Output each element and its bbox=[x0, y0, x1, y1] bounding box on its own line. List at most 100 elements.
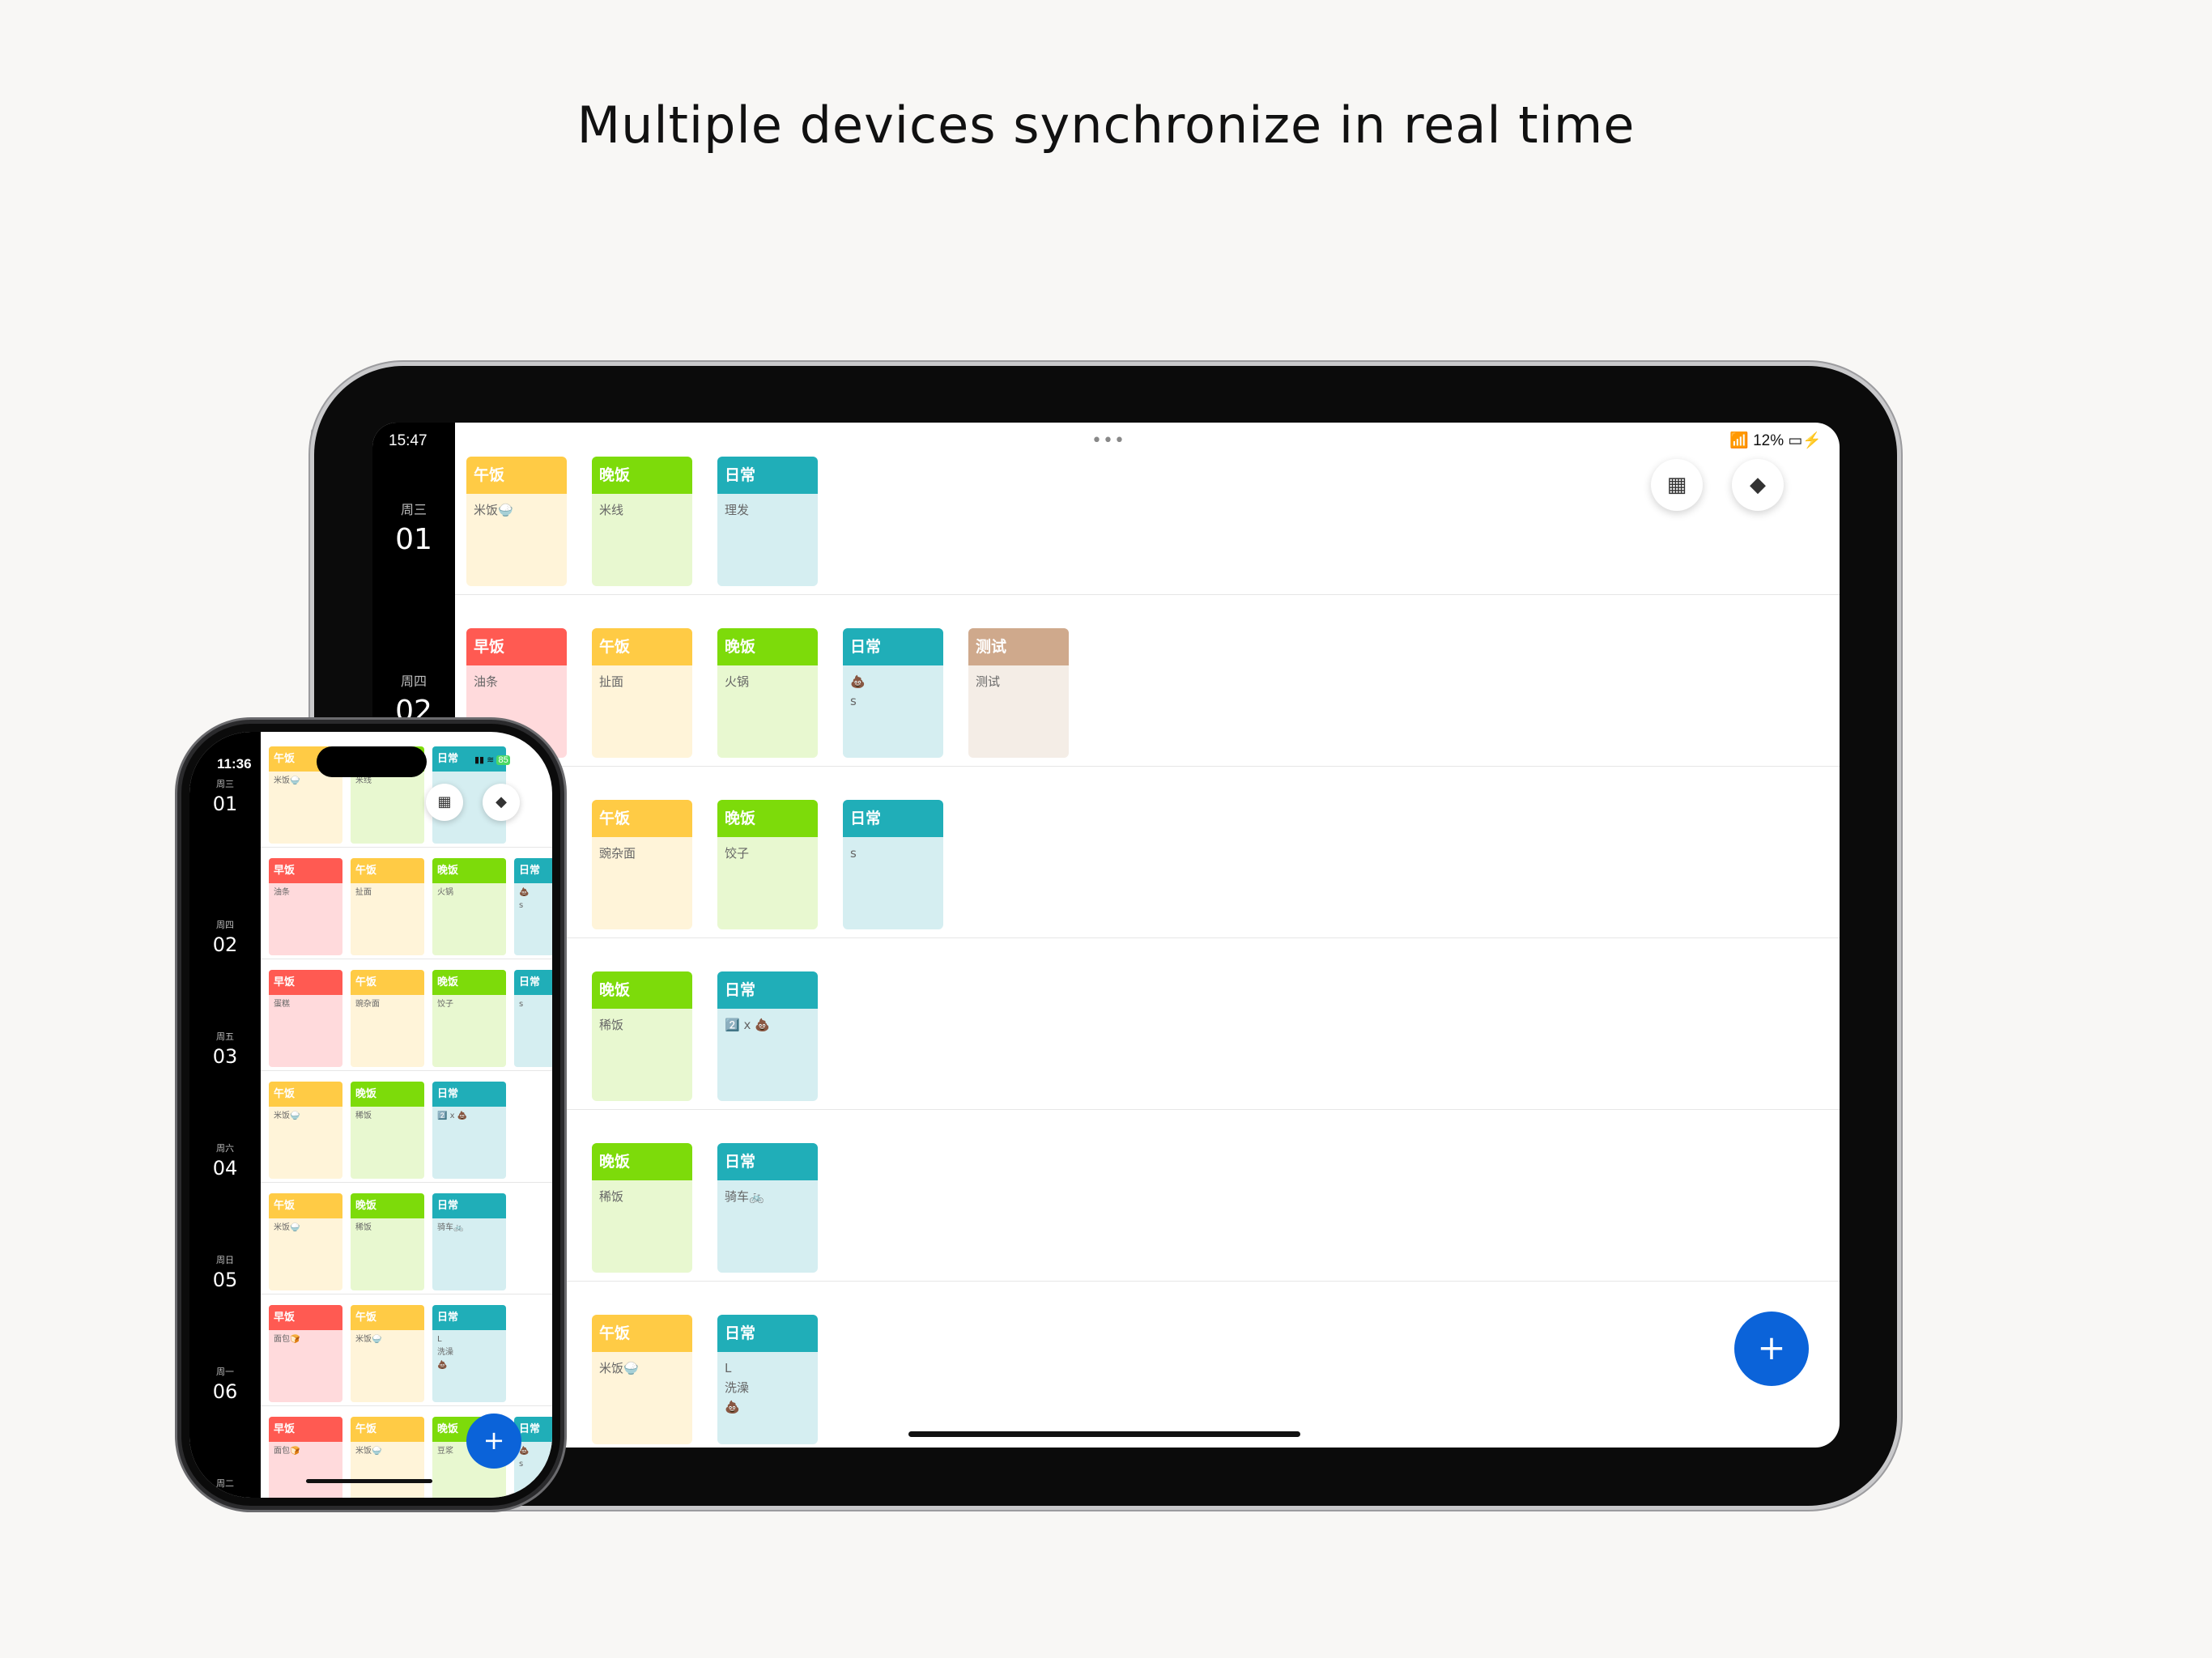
card-title: 日常 bbox=[717, 457, 818, 494]
tablet-card-daily[interactable]: 日常骑车🚲 bbox=[717, 1143, 818, 1273]
date-number: 02 bbox=[395, 695, 432, 728]
card-body: 稀饭 bbox=[351, 1107, 424, 1126]
card-line: 米饭🍚 bbox=[355, 1447, 382, 1456]
weekday-label: 周三 bbox=[216, 779, 234, 789]
card-line: 稀饭 bbox=[355, 1112, 372, 1120]
card-body: 米线 bbox=[351, 772, 424, 791]
card-title: 晚饭 bbox=[592, 971, 692, 1009]
theme-button[interactable]: ◆ bbox=[1732, 459, 1784, 511]
phone-card-daily[interactable]: 日常💩s bbox=[514, 858, 552, 955]
phone-card-daily[interactable]: 日常骑车🚲 bbox=[432, 1193, 506, 1290]
date-number: 03 bbox=[212, 1045, 238, 1068]
row-divider bbox=[261, 1294, 552, 1295]
phone-card-lunch[interactable]: 午饭米饭🍚 bbox=[269, 1082, 342, 1179]
card-title: 早饭 bbox=[269, 970, 342, 995]
tablet-card-dinner[interactable]: 晚饭米线 bbox=[592, 457, 692, 586]
card-body: 火锅 bbox=[432, 883, 506, 903]
phone-card-breakfast[interactable]: 早饭油条 bbox=[269, 858, 342, 955]
card-body: 稀饭 bbox=[592, 1180, 692, 1213]
phone-card-breakfast[interactable]: 早饭面包🍞 bbox=[269, 1305, 342, 1402]
day-label: 周二07 bbox=[189, 1477, 261, 1498]
phone-card-lunch[interactable]: 午饭米饭🍚 bbox=[351, 1417, 424, 1498]
card-line: 💩 bbox=[725, 1400, 740, 1414]
row-divider bbox=[455, 594, 1840, 595]
card-body: L 洗澡 💩 bbox=[717, 1352, 818, 1423]
phone-card-lunch[interactable]: 午饭米饭🍚 bbox=[351, 1305, 424, 1402]
phone-card-dinner[interactable]: 晚饭火锅 bbox=[432, 858, 506, 955]
card-title: 午饭 bbox=[466, 457, 567, 494]
card-line: 稀饭 bbox=[599, 1189, 624, 1204]
phone-card-breakfast[interactable]: 早饭面包🍞 bbox=[269, 1417, 342, 1498]
tablet-card-lunch[interactable]: 午饭扯面 bbox=[592, 628, 692, 758]
tablet-card-dinner[interactable]: 晚饭饺子 bbox=[717, 800, 818, 929]
tablet-card-lunch[interactable]: 午饭米饭🍚 bbox=[592, 1315, 692, 1444]
card-body: 2️⃣ x 💩 bbox=[432, 1107, 506, 1126]
battery-icon: ▭⚡ bbox=[1788, 432, 1822, 449]
phone-card-dinner[interactable]: 晚饭稀饭 bbox=[351, 1193, 424, 1290]
card-title: 晚饭 bbox=[432, 858, 506, 883]
card-title: 午饭 bbox=[269, 1082, 342, 1107]
card-title: 早饭 bbox=[269, 1305, 342, 1330]
card-title: 日常 bbox=[514, 970, 552, 995]
card-body: 饺子 bbox=[717, 837, 818, 869]
card-title: 午饭 bbox=[351, 1417, 424, 1442]
wifi-icon: ≋ bbox=[487, 755, 495, 765]
phone-status-time: 11:36 bbox=[217, 756, 252, 772]
tablet-card-dinner[interactable]: 晚饭火锅 bbox=[717, 628, 818, 758]
card-title: 日常 bbox=[514, 1417, 552, 1442]
tablet-card-daily[interactable]: 日常理发 bbox=[717, 457, 818, 586]
tablet-card-dinner[interactable]: 晚饭稀饭 bbox=[592, 971, 692, 1101]
card-line: 骑车🚲 bbox=[725, 1189, 764, 1204]
card-line: 油条 bbox=[274, 888, 290, 897]
add-record-button[interactable]: + bbox=[1734, 1312, 1809, 1386]
card-line: s bbox=[519, 901, 524, 910]
phone-card-daily[interactable]: 日常💩s bbox=[514, 1417, 552, 1498]
card-title: 日常 bbox=[432, 1305, 506, 1330]
calendar-button[interactable]: ▦ bbox=[426, 784, 463, 821]
card-line: 理发 bbox=[725, 503, 750, 517]
card-line: L bbox=[437, 1335, 442, 1344]
phone-side-button bbox=[177, 1004, 181, 1069]
add-record-button[interactable]: + bbox=[466, 1414, 521, 1469]
phone-card-lunch[interactable]: 午饭扯面 bbox=[351, 858, 424, 955]
card-line: 油条 bbox=[474, 674, 499, 689]
multitask-dots-icon[interactable]: ••• bbox=[1091, 431, 1125, 451]
phone-card-lunch[interactable]: 午饭豌杂面 bbox=[351, 970, 424, 1067]
card-line: 火锅 bbox=[437, 888, 453, 897]
tablet-card-dinner[interactable]: 晚饭稀饭 bbox=[592, 1143, 692, 1273]
card-title: 日常 bbox=[717, 1143, 818, 1180]
tablet-card-lunch[interactable]: 午饭豌杂面 bbox=[592, 800, 692, 929]
phone-card-daily[interactable]: 日常 s bbox=[514, 970, 552, 1067]
calendar-button[interactable]: ▦ bbox=[1651, 459, 1703, 511]
date-number: 07 bbox=[189, 1492, 261, 1498]
tablet-card-daily[interactable]: 日常💩s bbox=[843, 628, 943, 758]
card-body: 豌杂面 bbox=[351, 995, 424, 1014]
date-number: 04 bbox=[212, 1157, 238, 1180]
card-title: 晚饭 bbox=[717, 628, 818, 665]
phone-card-dinner[interactable]: 晚饭饺子 bbox=[432, 970, 506, 1067]
card-body: 米饭🍚 bbox=[466, 494, 567, 526]
card-line: 洗澡 bbox=[725, 1380, 750, 1395]
phone-card-breakfast[interactable]: 早饭蛋糕 bbox=[269, 970, 342, 1067]
card-line: 💩 bbox=[850, 674, 866, 689]
card-line: L bbox=[725, 1361, 732, 1375]
phone-card-dinner[interactable]: 晚饭稀饭 bbox=[351, 1082, 424, 1179]
phone-side-button bbox=[177, 874, 181, 907]
tablet-card-test[interactable]: 测试测试 bbox=[968, 628, 1069, 758]
theme-button[interactable]: ◆ bbox=[483, 784, 520, 821]
card-body: 米饭🍚 bbox=[351, 1330, 424, 1350]
tablet-card-lunch[interactable]: 午饭米饭🍚 bbox=[466, 457, 567, 586]
card-title: 日常 bbox=[432, 746, 506, 772]
card-line: s bbox=[519, 1000, 524, 1009]
phone-card-lunch[interactable]: 午饭米饭🍚 bbox=[269, 1193, 342, 1290]
